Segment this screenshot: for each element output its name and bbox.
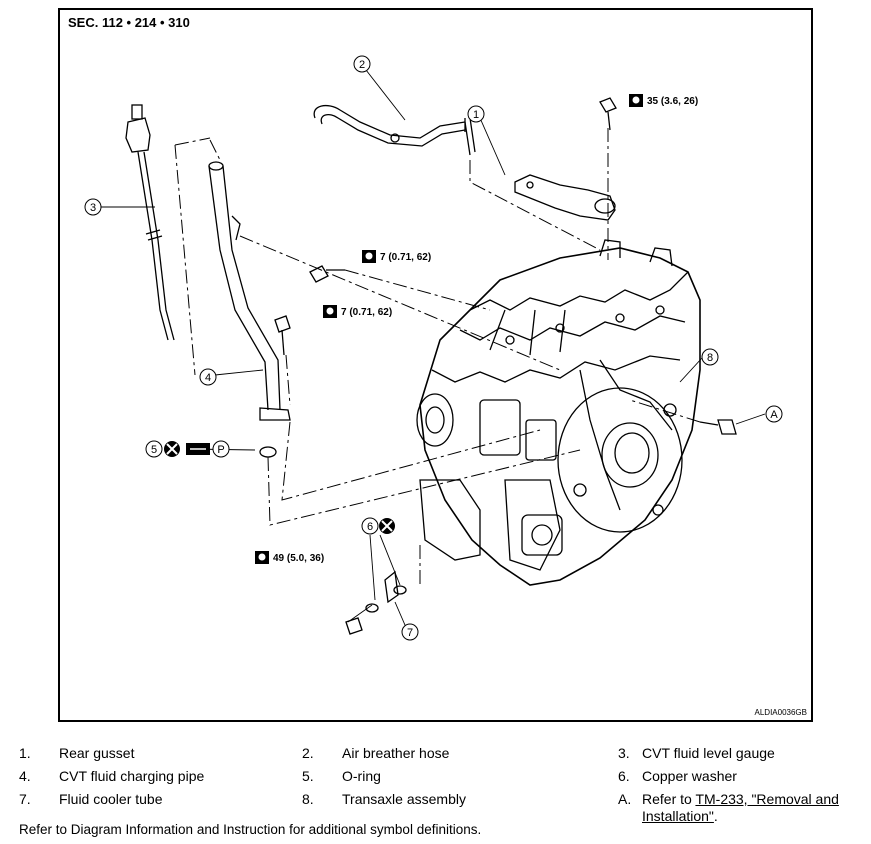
callout-3: 3 — [84, 198, 102, 216]
replace-icon — [164, 441, 180, 457]
svg-text:7: 7 — [407, 627, 413, 639]
callout-4: 4 — [199, 368, 217, 386]
torque-icon — [323, 305, 337, 318]
callout-5: 5 — [145, 440, 163, 458]
replace-icon-2 — [379, 518, 395, 534]
leader-lines — [100, 69, 766, 633]
callout-6: 6 — [361, 517, 379, 535]
callout-8: 8 — [701, 348, 719, 366]
callout-7: 7 — [401, 623, 419, 641]
torque-value-3: 7 (0.71, 62) — [341, 307, 392, 318]
svg-text:4: 4 — [205, 372, 211, 384]
rear-gusset — [514, 174, 616, 221]
svg-text:P: P — [217, 444, 224, 456]
callout-1: 1 — [467, 105, 485, 123]
transaxle-assembly — [416, 239, 701, 586]
diagram-frame: 2 1 3 4 5 6 7 8 A P 35 (3.6, 26) — [58, 8, 813, 722]
tm-233-link[interactable]: TM-233, "Removal and Installation" — [642, 791, 839, 824]
torque-value-4: 49 (5.0, 36) — [273, 553, 324, 564]
svg-text:A: A — [770, 409, 778, 421]
air-breather-hose — [313, 104, 476, 156]
svg-text:3: 3 — [90, 202, 96, 214]
cvt-fluid-level-gauge — [125, 104, 175, 341]
cvt-fluid-charging-pipe — [208, 161, 291, 458]
section-code: SEC. 112 • 214 • 310 — [68, 15, 190, 30]
torque-value-1: 35 (3.6, 26) — [647, 96, 698, 107]
fluid-symbol-icon — [186, 443, 210, 455]
callout-ref-a: A — [765, 405, 783, 423]
bolts — [274, 97, 737, 635]
svg-text:5: 5 — [151, 444, 157, 456]
callout-2: 2 — [353, 55, 371, 73]
symbol-p: P — [212, 440, 230, 458]
image-code: ALDIA0036GB — [754, 708, 807, 717]
torque-icon — [255, 551, 269, 564]
svg-text:8: 8 — [707, 352, 713, 364]
phantom-lines — [174, 128, 701, 585]
torque-icon — [362, 250, 376, 263]
svg-text:2: 2 — [359, 59, 365, 71]
svg-text:1: 1 — [473, 109, 479, 121]
svg-text:6: 6 — [367, 521, 373, 533]
exploded-diagram: 2 1 3 4 5 6 7 8 A P 35 (3.6, 26) — [84, 55, 783, 641]
torque-icon — [629, 94, 643, 107]
torque-value-2: 7 (0.71, 62) — [380, 252, 431, 263]
footer-note: Refer to Diagram Information and Instruc… — [19, 822, 482, 837]
